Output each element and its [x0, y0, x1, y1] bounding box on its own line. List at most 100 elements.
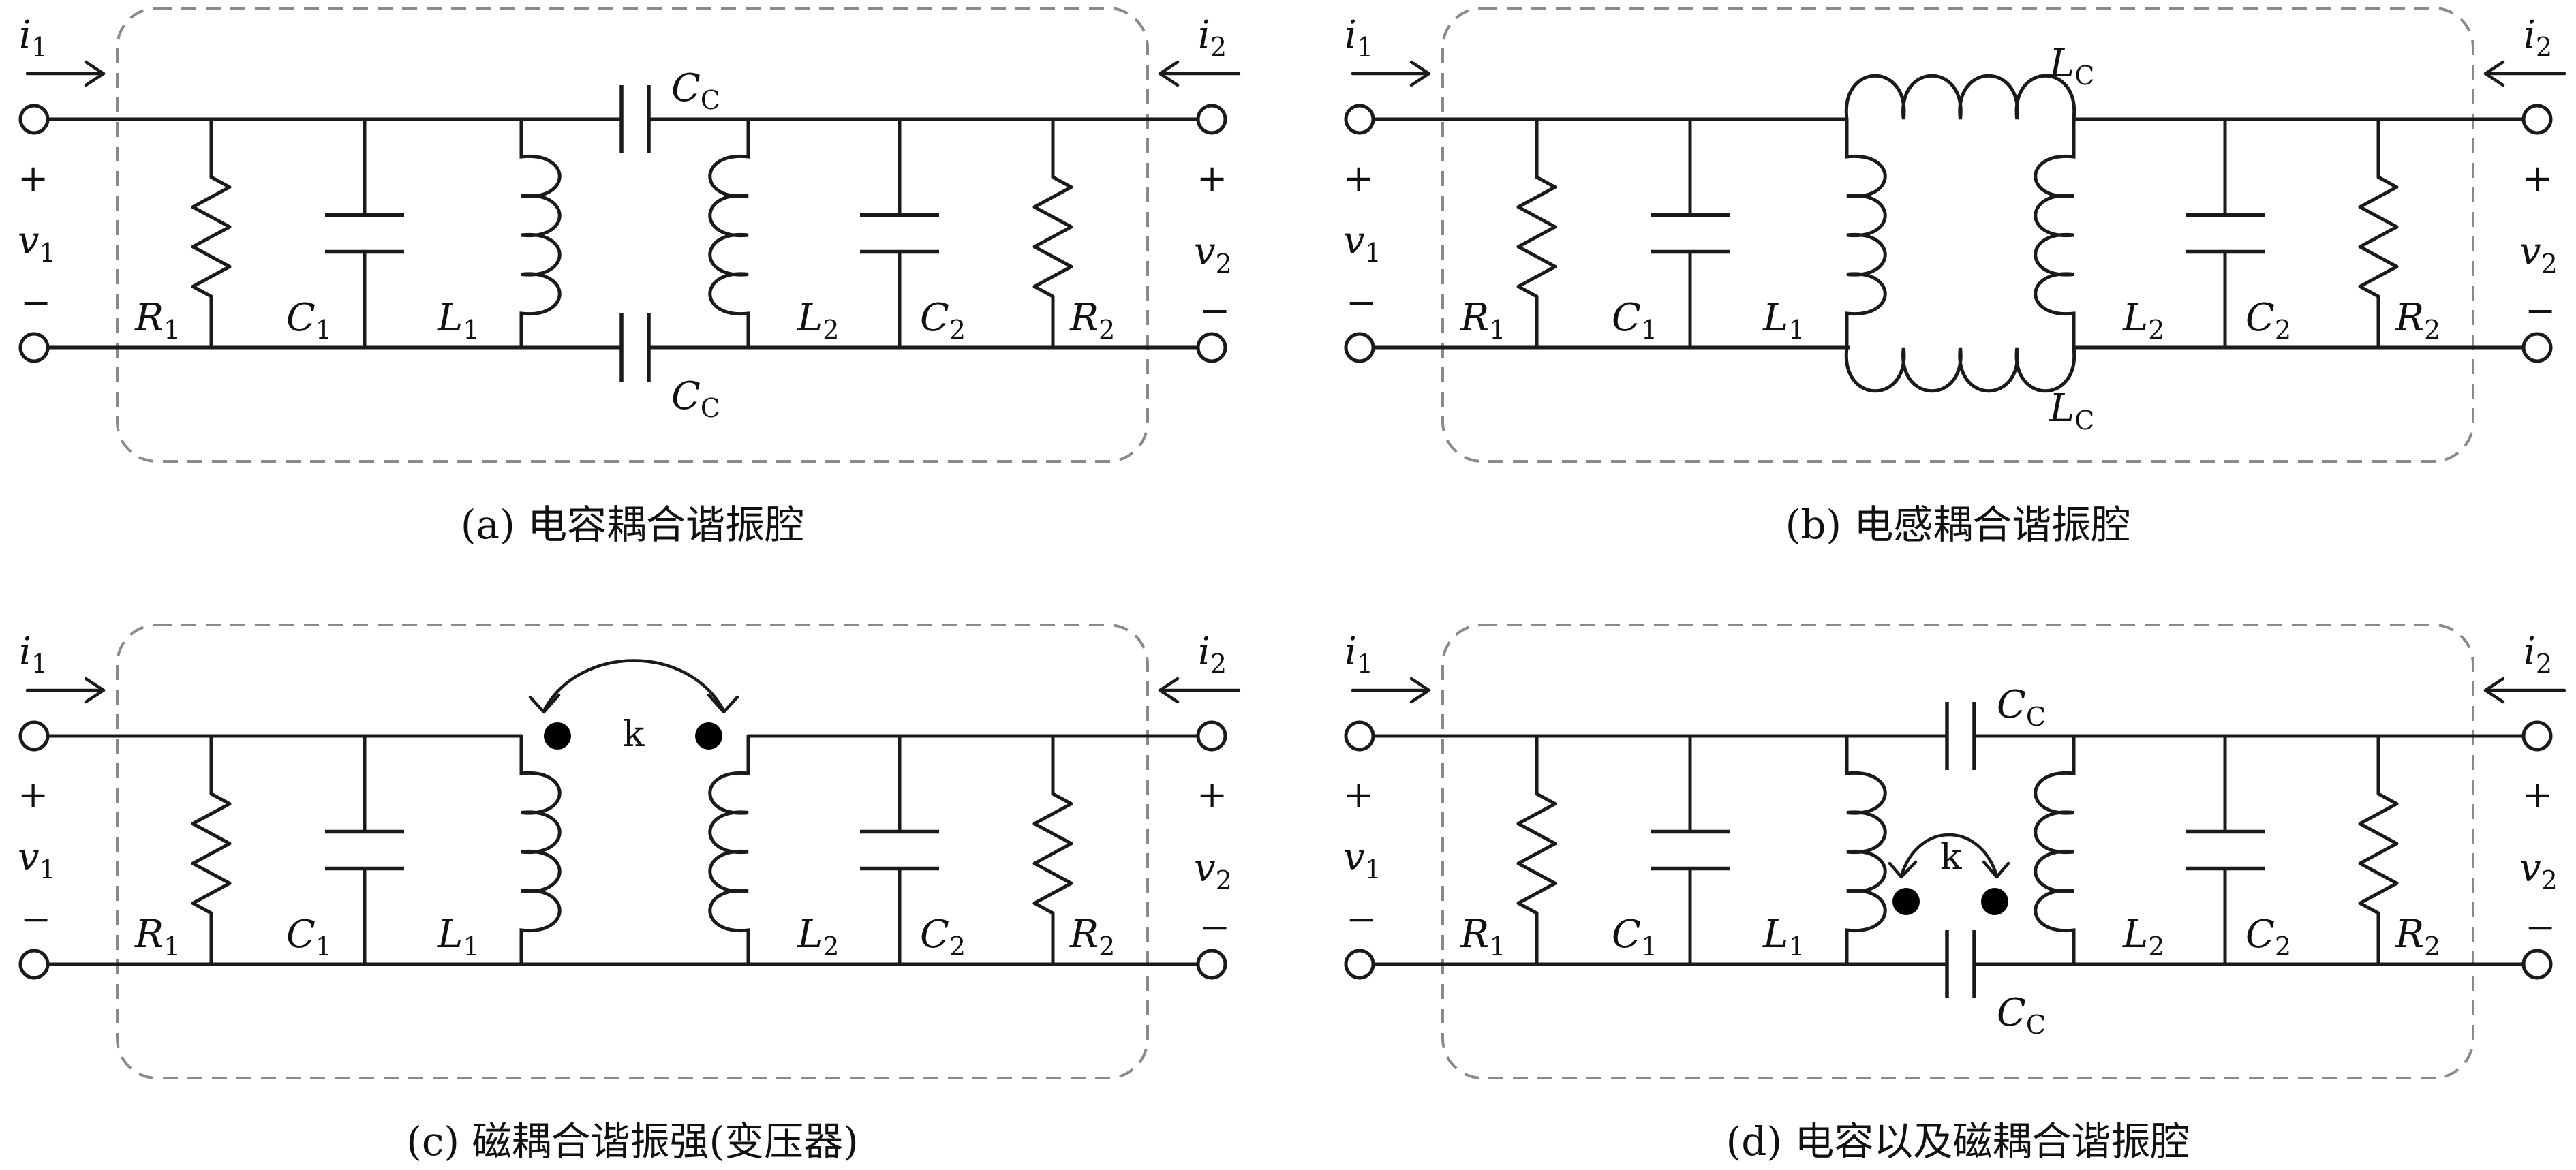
capacitor-cc-bottom	[1945, 930, 1976, 998]
label-l2-subscript: 2	[2148, 932, 2164, 961]
polarity-dot-right	[695, 722, 722, 750]
current-arrow-i2-head	[2483, 60, 2505, 87]
label-c1-subscript: 1	[1641, 932, 1657, 961]
label-l2: L2	[797, 912, 839, 961]
capacitor-cc-bottom	[619, 313, 651, 382]
label-l1: L1	[437, 912, 479, 961]
label-c2: C2	[2245, 912, 2291, 961]
sign-plus-port2: +	[2522, 157, 2553, 200]
sign-plus-port2: +	[1197, 157, 1227, 200]
label-l1-symbol: L	[437, 912, 463, 957]
resistor-r2	[2358, 117, 2399, 350]
label-i2-symbol: i	[1198, 13, 1210, 57]
resistor-r1	[1516, 117, 1557, 350]
label-v1-subscript: 1	[40, 238, 56, 268]
label-i2-symbol: i	[2524, 13, 2536, 57]
caption-b: (b) 电感耦合谐振腔	[1785, 502, 2131, 548]
caption-c: (c) 磁耦合谐振强(变压器)	[406, 1118, 858, 1165]
label-c1: C1	[1612, 296, 1657, 345]
inductor-l2	[708, 736, 750, 964]
label-i2-symbol: i	[2524, 630, 2536, 674]
label-c2-symbol: C	[920, 912, 949, 957]
label-v1: v1	[18, 835, 56, 884]
label-v2-symbol: v	[1194, 230, 1216, 274]
label-lc-bottom-subscript: C	[2074, 405, 2094, 435]
resistor-r1	[191, 734, 232, 966]
label-l1-symbol: L	[437, 296, 463, 340]
terminal-input-top	[18, 104, 50, 135]
label-i2: i2	[1198, 630, 1227, 679]
capacitor-cc-top	[1945, 702, 1976, 770]
terminal-output-bottom	[1196, 332, 1227, 363]
label-v2-symbol: v	[2519, 230, 2541, 274]
label-i1: i1	[19, 13, 48, 62]
polarity-dot-right	[1981, 888, 2008, 915]
label-i1: i1	[1345, 630, 1373, 679]
gap-bottom	[1947, 957, 1974, 971]
current-arrow-i2-head	[1158, 60, 1180, 87]
label-cc-top-subscript: C	[701, 85, 720, 115]
label-c1-symbol: C	[286, 296, 316, 340]
label-r1: R1	[134, 296, 180, 345]
label-k: k	[1940, 837, 1962, 878]
label-c1: C1	[286, 296, 332, 345]
label-r2-subscript: 2	[1099, 315, 1115, 345]
label-i1: i1	[1345, 13, 1373, 62]
sign-plus-port1: +	[18, 773, 48, 816]
capacitor-cc-top	[619, 85, 651, 153]
label-r2: R2	[2395, 296, 2440, 345]
current-arrow-i1-head	[84, 677, 106, 704]
label-v2: v2	[2519, 230, 2558, 279]
capacitor-c1	[1651, 734, 1730, 966]
label-v2: v2	[1194, 230, 1232, 279]
sign-plus-port1: +	[1343, 157, 1374, 200]
label-cc-bottom-symbol: C	[1997, 991, 2026, 1035]
terminal-output-bottom	[1196, 949, 1227, 980]
label-c2-symbol: C	[920, 296, 949, 340]
dashed-enclosure	[116, 7, 1149, 463]
label-l1-symbol: L	[1762, 912, 1788, 957]
label-i2: i2	[2524, 13, 2552, 62]
label-c2: C2	[2245, 296, 2291, 345]
label-r1: R1	[1460, 912, 1505, 961]
sign-plus-port1: +	[18, 157, 48, 200]
label-lc-top-subscript: C	[2074, 61, 2094, 91]
capacitor-c2	[860, 734, 939, 966]
label-r2: R2	[1069, 912, 1115, 961]
label-k: k	[623, 714, 645, 755]
resistor-r1	[191, 117, 232, 350]
coupling-arc	[1899, 833, 1999, 878]
label-r2-symbol: R	[2395, 296, 2424, 340]
label-v1-symbol: v	[1343, 835, 1365, 880]
sign-minus-port1: −	[20, 897, 51, 940]
label-r1-symbol: R	[1460, 912, 1489, 957]
label-c1-symbol: C	[286, 912, 316, 957]
gap-top	[622, 112, 649, 126]
terminal-output-top	[1196, 720, 1227, 752]
terminal-input-top	[1344, 104, 1375, 135]
label-l2-subscript: 2	[823, 315, 839, 345]
resistor-r2	[1032, 734, 1073, 966]
label-r1-symbol: R	[1460, 296, 1489, 340]
label-c2: C2	[920, 296, 966, 345]
label-i2: i2	[1198, 13, 1227, 62]
resistor-r2	[2358, 734, 2399, 966]
label-c2-symbol: C	[2245, 296, 2275, 340]
label-lc-top: LC	[2049, 42, 2094, 91]
label-l2: L2	[2122, 912, 2164, 961]
label-v2: v2	[2519, 846, 2558, 895]
inductor-l1	[1845, 119, 1887, 348]
label-l1-subscript: 1	[463, 315, 479, 345]
caption-a: (a) 电容耦合谐振腔	[461, 502, 804, 548]
label-lc-bottom-symbol: L	[2049, 386, 2074, 431]
dashed-enclosure	[116, 624, 1149, 1079]
label-l1-subscript: 1	[1788, 932, 1805, 961]
sign-minus-port2: −	[2525, 906, 2556, 949]
label-c1-subscript: 1	[1641, 315, 1657, 345]
terminal-input-bottom	[18, 332, 50, 363]
label-i1-symbol: i	[1345, 13, 1357, 57]
label-cc-bottom-subscript: C	[2026, 1010, 2046, 1040]
current-arrow-i1-head	[1409, 60, 1431, 87]
label-cc-top-symbol: C	[671, 66, 701, 110]
